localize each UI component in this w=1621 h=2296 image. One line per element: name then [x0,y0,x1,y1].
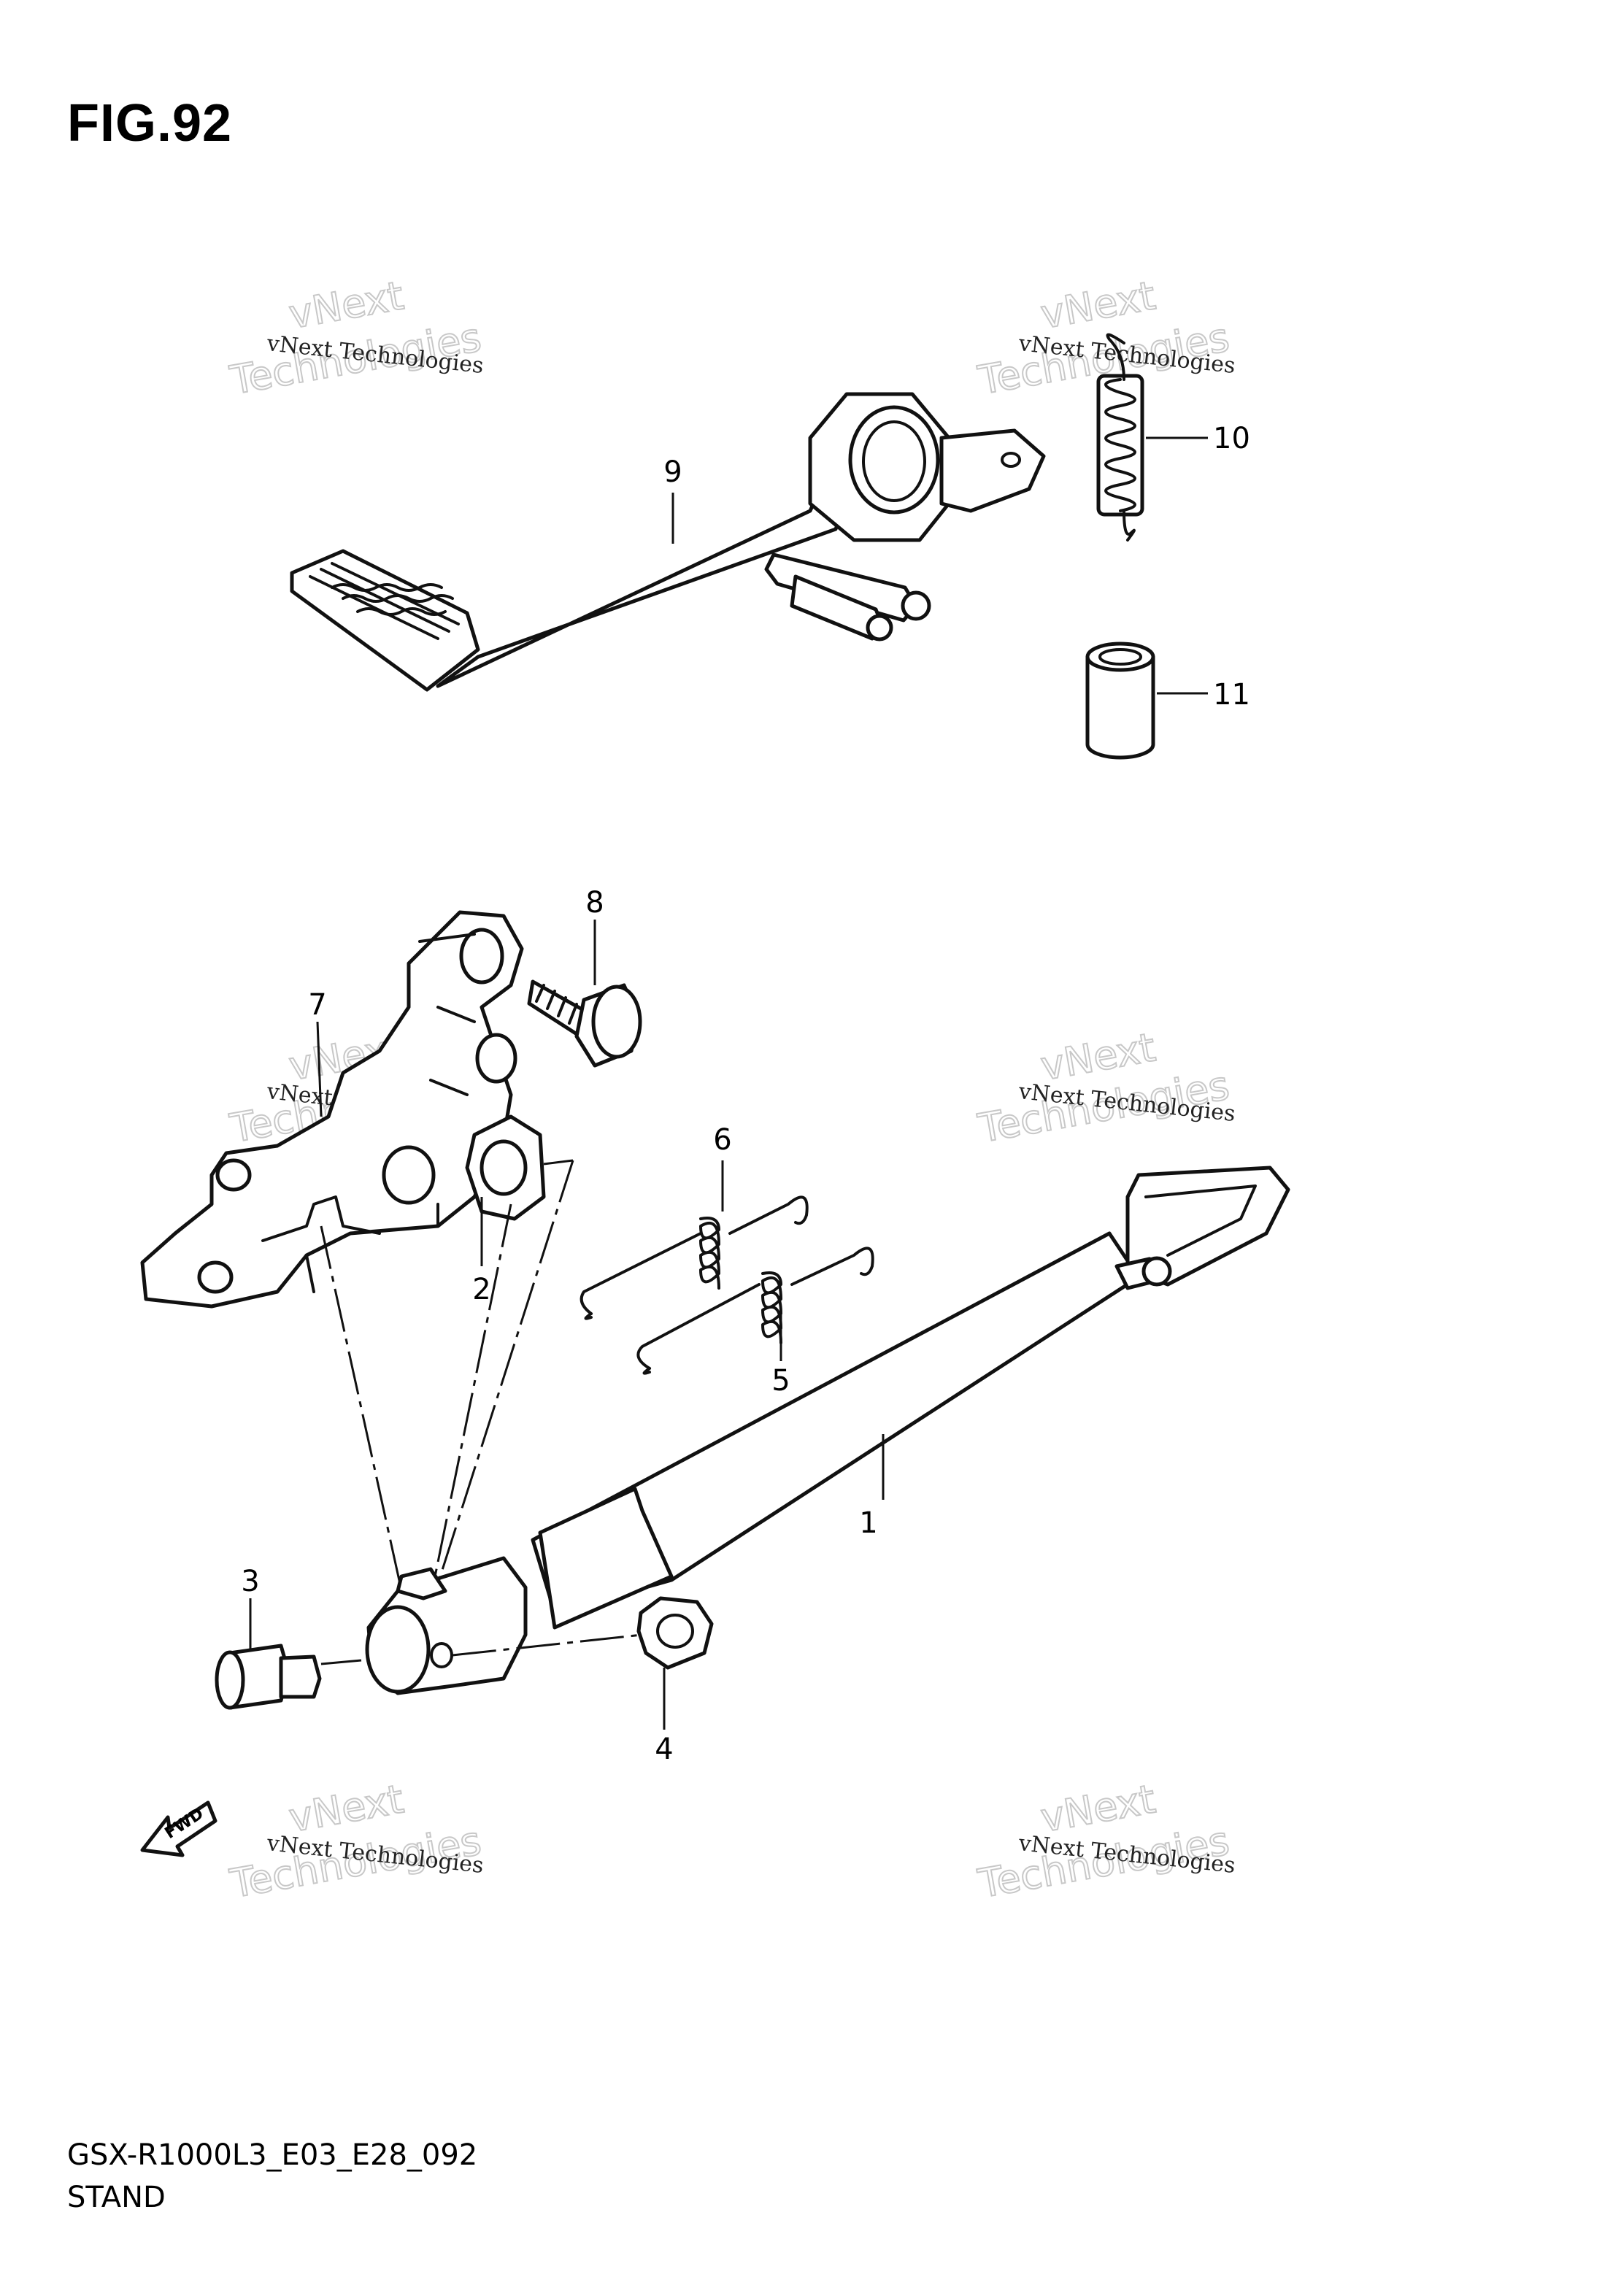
callout-4: 4 [655,1733,673,1766]
part-3-pivot-bolt[interactable] [215,1644,322,1710]
watermark-big-1: vNext [285,272,407,337]
watermark-bottom-left: vNext Technologies vNext Technologies [226,1775,485,1908]
part-11-spacer[interactable] [1085,642,1155,760]
callout-leaders [249,436,1208,1730]
watermark-bottom-right: vNext Technologies vNext Technologies [974,1775,1236,1908]
part-10-return-spring[interactable] [1096,333,1144,542]
part-6-stand-spring[interactable] [580,1195,809,1320]
assembly-lines [320,1159,643,1665]
section-name: STAND [67,2181,166,2214]
callout-1: 1 [859,1506,877,1540]
part-5-stand-spring[interactable] [636,1247,874,1375]
callout-6: 6 [713,1123,731,1157]
callout-7: 7 [308,988,326,1022]
callout-5: 5 [771,1364,790,1398]
part-2-plate[interactable] [465,1114,546,1221]
part-1-side-stand[interactable] [365,1166,1290,1695]
callout-11: 11 [1213,678,1250,712]
part-8-bolt[interactable] [527,979,642,1068]
watermark-mid-right: vNext Technologies vNext Technologies [974,1023,1236,1152]
callout-2: 2 [472,1273,490,1306]
callout-8: 8 [585,886,604,920]
part-7-stand-bracket[interactable] [140,910,524,1309]
callout-3: 3 [241,1565,259,1598]
model-code: GSX-R1000L3_E03_E28_092 [67,2138,478,2172]
part-9-brake-pedal[interactable] [290,392,1046,692]
forward-direction-arrow: FWD [140,1800,217,1857]
watermark-big-1: vNext [1037,1776,1158,1841]
part-4-nut[interactable] [636,1596,714,1670]
callout-9: 9 [663,455,682,489]
watermark-big-1: vNext [1037,272,1158,337]
callout-10: 10 [1213,422,1250,455]
figure-title: FIG.92 [67,94,233,153]
watermark-top-left: vNext Technologies vNext Technologies [226,271,485,404]
watermark-big-1: vNext [285,1776,407,1841]
callout-labels: 1 2 3 4 5 6 7 8 9 10 11 [241,422,1250,1766]
